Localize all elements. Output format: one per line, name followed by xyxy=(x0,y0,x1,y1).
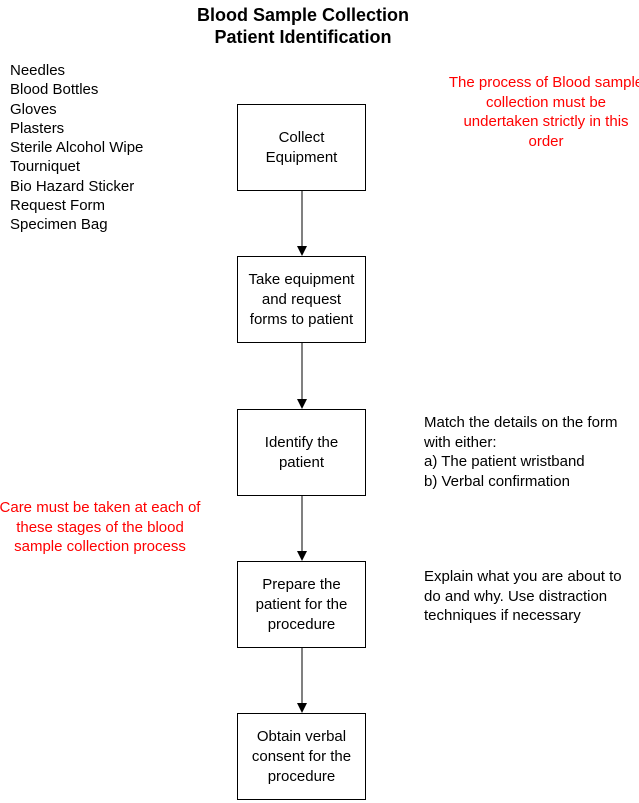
equipment-item: Tourniquet xyxy=(10,158,81,176)
step-obtain-consent: Obtain verbal consent for the procedure xyxy=(237,713,366,800)
equipment-item: Blood Bottles xyxy=(10,81,99,99)
equipment-item: Gloves xyxy=(10,100,57,118)
step-prepare-patient: Prepare the patient for the procedure xyxy=(237,561,366,648)
title-line-2: Patient Identification xyxy=(214,27,392,47)
equipment-item: Bio Hazard Sticker xyxy=(10,177,135,195)
equipment-item: Request Form xyxy=(10,197,106,215)
equipment-item: Sterile Alcohol Wipe xyxy=(10,139,144,157)
step-identify-patient: Identify the patient xyxy=(237,409,366,496)
step-label: Prepare the patient for the procedure xyxy=(255,575,348,633)
diagram-title: Blood Sample Collection Patient Identifi… xyxy=(0,4,606,48)
step-collect-equipment: Collect Equipment xyxy=(237,104,366,191)
match-note-line: Match the details on the form with eithe… xyxy=(424,414,618,451)
title-line-1: Blood Sample Collection xyxy=(196,5,410,25)
match-details-note: Match the details on the form with eithe… xyxy=(424,413,624,491)
step-take-equipment: Take equipment and request forms to pati… xyxy=(237,256,366,343)
step-label: Take equipment and request forms to pati… xyxy=(248,270,355,328)
match-note-line: a) The patient wristband xyxy=(424,453,585,470)
care-note: Care must be taken at each of these stag… xyxy=(0,499,201,555)
equipment-item: Needles xyxy=(10,62,66,79)
explain-note: Explain what you are about to do and why… xyxy=(424,568,622,624)
equipment-item: Plasters xyxy=(10,119,65,137)
match-note-line: b) Verbal confirmation xyxy=(424,472,570,490)
equipment-item: Specimen Bag xyxy=(10,216,108,234)
step-label: Collect Equipment xyxy=(265,128,338,166)
equipment-list: Needles Blood Bottles Gloves Plasters St… xyxy=(10,61,143,235)
step-label: Identify the patient xyxy=(264,433,339,471)
step-label: Obtain verbal consent for the procedure xyxy=(251,727,352,785)
order-note: The process of Blood sample collection m… xyxy=(448,74,639,150)
